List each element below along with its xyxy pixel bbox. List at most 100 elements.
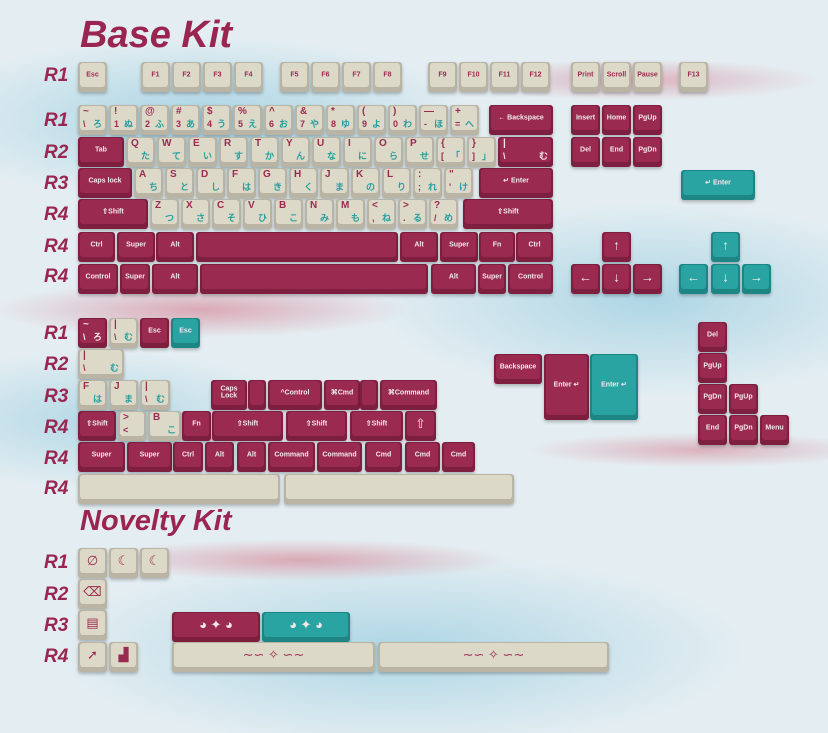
keycap[interactable]: Pause — [633, 62, 662, 92]
keycap[interactable] — [248, 380, 266, 410]
keycap[interactable]: ▟ — [109, 642, 138, 672]
keycap[interactable]: ☾ — [109, 548, 138, 578]
keycap[interactable]: Enter ↵ — [544, 354, 589, 420]
keycap[interactable]: Command — [268, 442, 315, 472]
keycap[interactable]: ⇧Shift — [78, 411, 116, 441]
keycap[interactable]: PgDn — [698, 384, 727, 414]
keycap[interactable]: F6 — [311, 62, 340, 92]
keycap[interactable]: :;れ — [413, 168, 442, 198]
keycap[interactable]: F5 — [280, 62, 309, 92]
keycap[interactable]: Alt — [152, 264, 198, 294]
keycap[interactable]: ↑ — [602, 232, 631, 262]
keycap[interactable]: PgDn — [633, 137, 662, 167]
keycap[interactable]: >.る — [398, 199, 427, 229]
keycap[interactable]: Fn — [182, 411, 211, 441]
keycap[interactable]: {[「 — [436, 137, 465, 167]
keycap[interactable]: Tab — [78, 137, 124, 167]
keycap[interactable]: PgUp — [633, 105, 662, 135]
keycap[interactable]: Esc — [171, 318, 200, 348]
keycap[interactable]: ◕ ✦ ◕ — [262, 612, 350, 642]
keycap[interactable] — [360, 380, 378, 410]
keycap[interactable]: → — [742, 264, 771, 294]
keycap[interactable]: ◕ ✦ ◕ — [172, 612, 260, 642]
keycap[interactable]: Home — [602, 105, 631, 135]
keycap[interactable]: End — [602, 137, 631, 167]
keycap[interactable]: Alt — [400, 232, 438, 262]
keycap[interactable]: +=へ — [450, 105, 479, 135]
keycap[interactable]: Del — [571, 137, 600, 167]
keycap[interactable]: Scroll — [602, 62, 631, 92]
keycap[interactable]: Cmd — [442, 442, 475, 472]
keycap[interactable]: ↓ — [711, 264, 740, 294]
keycap[interactable]: F13 — [679, 62, 708, 92]
keycap[interactable]: Backspace — [494, 354, 542, 384]
keycap[interactable]: "'け — [444, 168, 473, 198]
keycap[interactable]: ← — [679, 264, 708, 294]
keycap[interactable]: <,ね — [367, 199, 396, 229]
keycap[interactable]: Fn — [479, 232, 515, 262]
keycap[interactable] — [200, 264, 428, 294]
keycap[interactable]: ☾ — [140, 548, 169, 578]
keycap[interactable]: F12 — [521, 62, 550, 92]
keycap[interactable]: PgUp — [729, 384, 758, 414]
keycap[interactable]: ↑ — [711, 232, 740, 262]
keycap[interactable]: ▤ — [78, 610, 107, 640]
keycap[interactable]: ⇧Shift — [212, 411, 283, 441]
keycap[interactable]: —-ほ — [419, 105, 448, 135]
keycap[interactable]: ∼∽ ✧ ∽∼ — [172, 642, 375, 672]
keycap[interactable]: F3 — [203, 62, 232, 92]
keycap[interactable]: F9 — [428, 62, 457, 92]
keycap[interactable]: ~\ろ — [78, 318, 107, 348]
keycap[interactable]: Print — [571, 62, 600, 92]
keycap[interactable]: ⇧Shift — [463, 199, 553, 229]
keycap[interactable]: Alt — [205, 442, 234, 472]
keycap[interactable]: PgDn — [729, 415, 758, 445]
keycap[interactable] — [196, 232, 398, 262]
keycap[interactable]: Caps lock — [78, 168, 132, 198]
keycap[interactable]: ⇧Shift — [350, 411, 403, 441]
keycap[interactable]: Super — [117, 232, 155, 262]
keycap[interactable]: ∅ — [78, 548, 107, 578]
keycap[interactable]: Menu — [760, 415, 789, 445]
keycap[interactable]: Super — [127, 442, 172, 472]
keycap[interactable]: ∼∽ ✧ ∽∼ — [378, 642, 609, 672]
keycap[interactable]: Ctrl — [173, 442, 203, 472]
keycap[interactable]: }]」 — [467, 137, 496, 167]
keycap[interactable]: F11 — [490, 62, 519, 92]
keycap[interactable]: PgUp — [698, 353, 727, 383]
keycap[interactable]: ⇧Shift — [78, 199, 148, 229]
keycap[interactable]: Esc — [140, 318, 169, 348]
keycap[interactable]: Control — [78, 264, 118, 294]
keycap[interactable]: Enter ↵ — [590, 354, 638, 420]
keycap[interactable]: Super — [78, 442, 125, 472]
